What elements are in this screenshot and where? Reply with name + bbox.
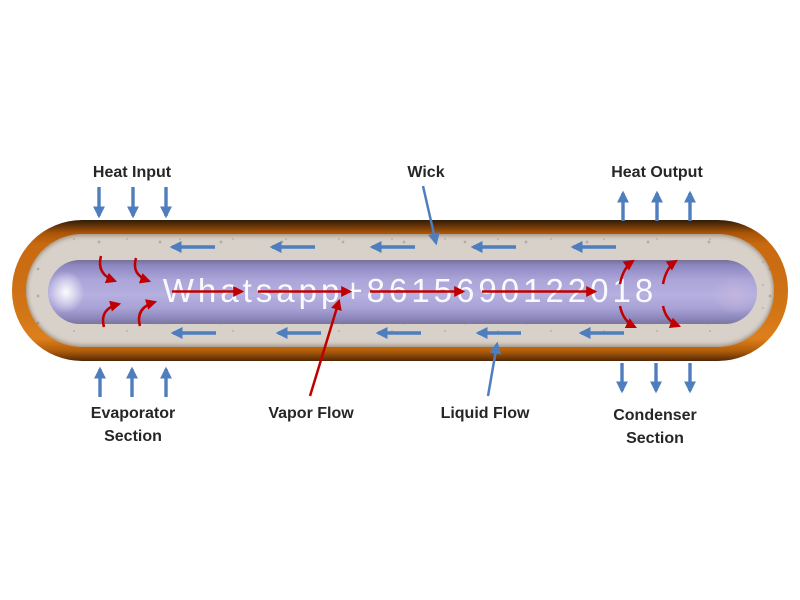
vapor-flow-label: Vapor Flow (268, 405, 354, 422)
condensation-arrows (618, 259, 682, 329)
heat-output-label: Heat Output (611, 164, 703, 181)
heat-output-arrows (617, 190, 696, 221)
wick-label: Wick (407, 164, 445, 181)
evaporator-section-label: Evaporator Section (91, 402, 175, 448)
condenser-section-label: Condenser Section (613, 404, 697, 450)
wick-pointer-line (421, 185, 440, 246)
evaporator-heat-arrows (94, 366, 172, 397)
evaporator-section-label-line2: Section (104, 428, 162, 445)
vapor-flow-pointer-line (308, 298, 342, 397)
condenser-section-label-line2: Section (626, 430, 684, 447)
heat-input-arrows (93, 187, 172, 219)
evaporation-arrows (98, 255, 158, 328)
liquid-flow-pointer-line (486, 341, 502, 397)
evaporator-section-label-line1: Evaporator (90, 405, 176, 422)
heat-input-label: Heat Input (92, 164, 172, 181)
liquid-flow-label: Liquid Flow (440, 405, 530, 422)
condenser-section-label-line1: Condenser (613, 407, 697, 424)
condenser-heat-arrows (616, 363, 696, 394)
